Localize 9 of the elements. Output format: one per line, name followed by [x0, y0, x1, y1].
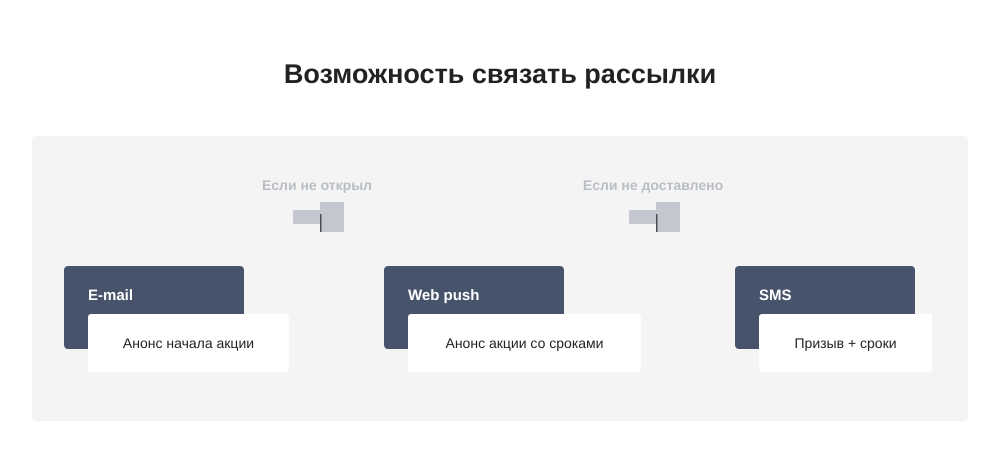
channel-name: SMS [759, 286, 792, 306]
message-card: Анонс начала акции [88, 314, 289, 372]
title: Возможность связать рассылки [284, 58, 716, 91]
condition-label: Если не доставлено [582, 176, 724, 195]
message-card: Анонс акции со сроками [408, 314, 641, 372]
channel-name: Web push [408, 286, 480, 306]
message-card: Призыв + сроки [759, 314, 932, 372]
condition-label: Если не открыл [262, 176, 372, 195]
channel-name: E-mail [88, 286, 134, 306]
